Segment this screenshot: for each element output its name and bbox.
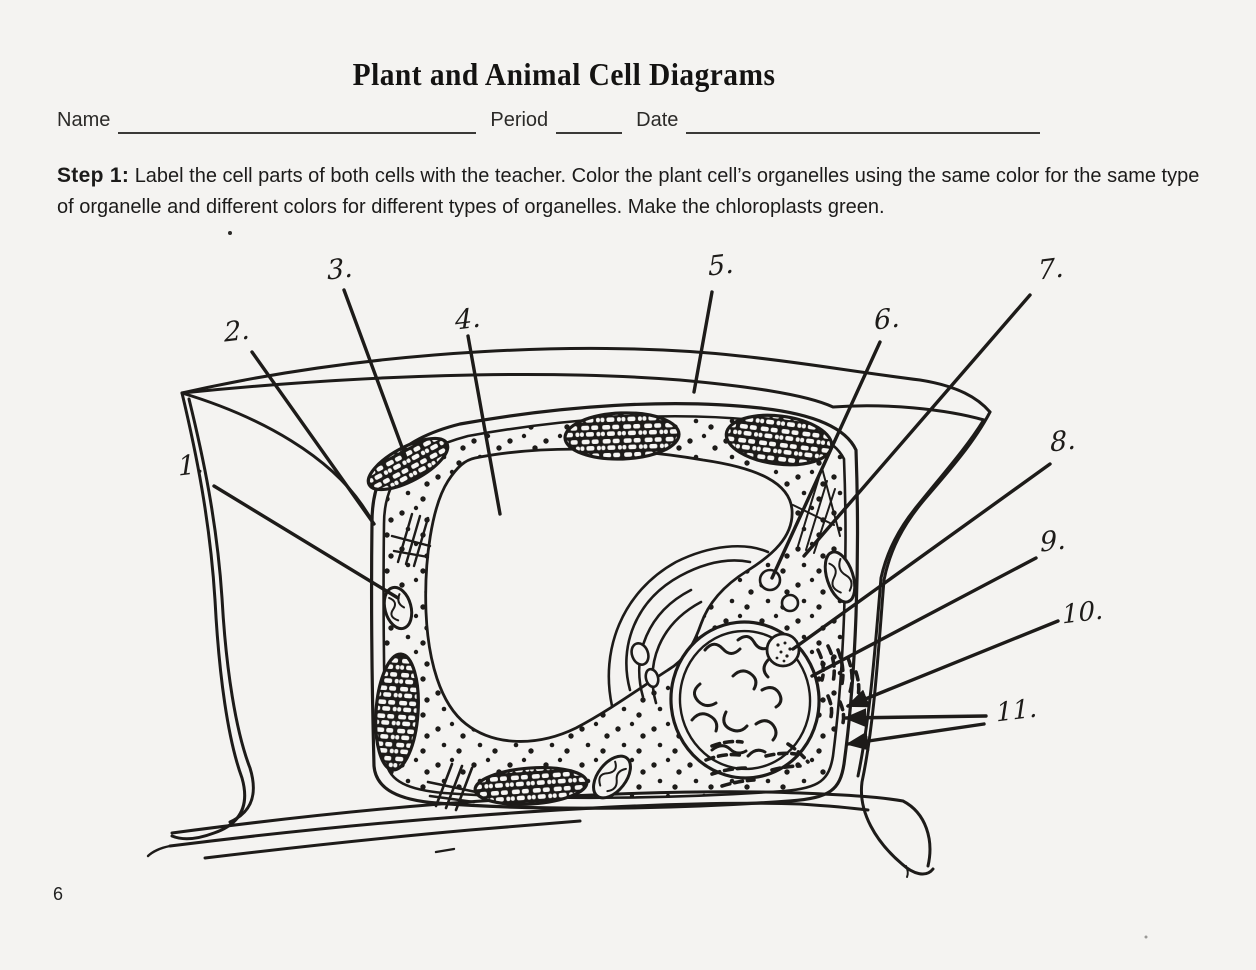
name-blank-line [118, 108, 477, 134]
chloroplast-5 [473, 766, 589, 806]
step-1-instructions: Step 1: Label the cell parts of both cel… [57, 160, 1213, 222]
chloroplast-1 [366, 436, 450, 492]
leader-line-5 [692, 290, 714, 394]
diagram-label-1: 1. [177, 448, 205, 483]
leader-line-8 [791, 462, 1052, 651]
step-1-text: Label the cell parts of both cells with … [57, 165, 1200, 218]
leader-line-4 [466, 334, 502, 516]
student-info-row: Name Period Date [57, 108, 1041, 134]
mitochondrion-1 [382, 585, 414, 631]
nucleolus-stipple [775, 641, 792, 663]
page-title: Plant and Animal Cell Diagrams [352, 56, 776, 92]
chromatin [690, 635, 783, 758]
endoplasmic-reticulum [607, 545, 770, 708]
date-label: Date [636, 109, 679, 131]
er-vesicles [630, 568, 800, 689]
nucleolus [765, 632, 801, 668]
cytoskeleton-2 [792, 467, 841, 554]
leader-line-3 [342, 288, 408, 460]
cytoskeleton-1 [390, 512, 432, 568]
golgi-apparatus-2 [704, 739, 810, 788]
diagram-label-5: 5. [707, 248, 735, 283]
period-label: Period [490, 109, 549, 131]
diagram-label-10: 10. [1061, 595, 1104, 631]
diagram-label-9: 9. [1039, 524, 1067, 559]
diagram-label-3: 3. [326, 252, 354, 287]
leader-line-11b [845, 722, 986, 751]
diagram-label-6: 6. [873, 302, 901, 337]
step-1-label: Step 1: [57, 164, 130, 187]
diagram-label-2: 2. [223, 314, 251, 349]
chloroplast-2 [563, 411, 681, 461]
leader-line-11a [843, 708, 988, 728]
leader-line-7 [802, 293, 1032, 558]
leader-line-10 [845, 619, 1060, 708]
leader-line-1 [212, 484, 400, 600]
scan-mark [905, 865, 909, 878]
scan-specks [228, 231, 1148, 939]
leader-line-6 [770, 340, 882, 580]
central-vacuole [424, 447, 794, 743]
chloroplast-4 [374, 652, 420, 772]
leader-lines [212, 288, 1060, 751]
diagram-label-11: 11. [995, 693, 1038, 729]
leader-line-9 [810, 556, 1038, 678]
page-number: 6 [53, 884, 64, 904]
mitochondrion-3 [592, 754, 632, 800]
diagram-label-8: 8. [1049, 424, 1077, 459]
nuclear-envelope-inner [678, 629, 812, 771]
mitochondrion-2 [823, 550, 857, 604]
diagram-label-4: 4. [454, 302, 482, 337]
diagram-label-7: 7. [1037, 252, 1065, 287]
date-blank-line [686, 108, 1041, 134]
cytoskeleton-3 [426, 762, 478, 812]
leader-line-2 [250, 350, 376, 526]
period-blank-line [556, 108, 623, 134]
name-label: Name [57, 109, 111, 131]
nucleus [669, 620, 821, 780]
